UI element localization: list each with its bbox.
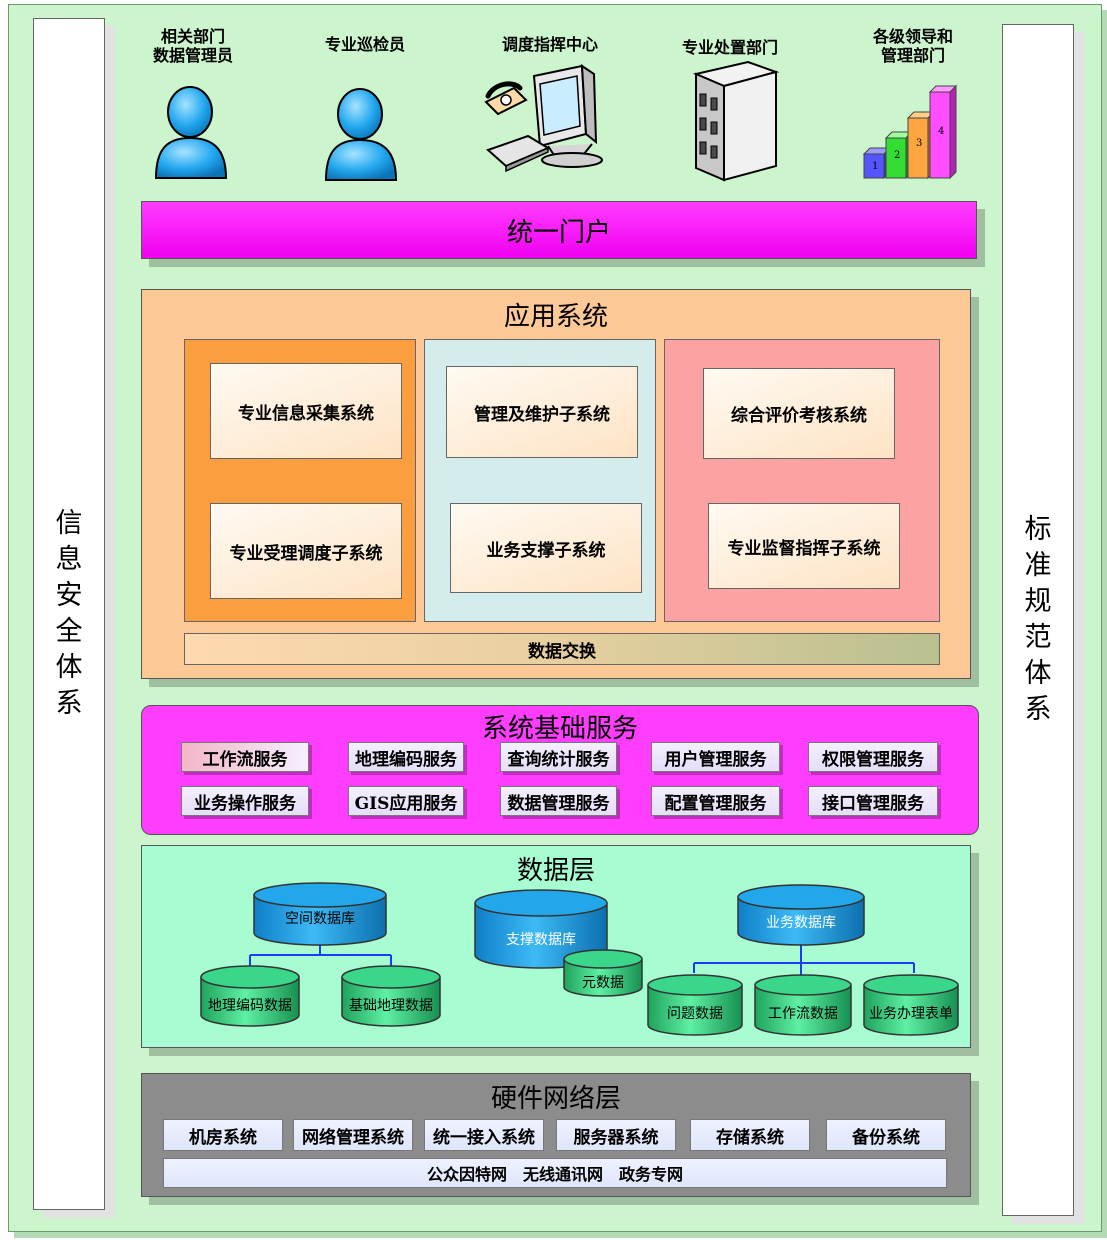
service-box[interactable]: 地理编码服务 <box>348 742 464 772</box>
app-system-box[interactable]: 专业信息采集系统 <box>210 363 402 459</box>
user-label-data-admin: 相关部门 数据管理员 <box>152 27 233 65</box>
hardware-box[interactable]: 服务器系统 <box>556 1119 676 1151</box>
user-label-disposal: 专业处置部门 <box>681 38 778 57</box>
chart-bar-number: 2 <box>894 150 901 161</box>
issue-data-label: 问题数据 <box>667 1006 723 1022</box>
service-box[interactable]: 用户管理服务 <box>651 742 780 772</box>
service-box[interactable]: 数据管理服务 <box>500 786 617 816</box>
hardware-box[interactable]: 备份系统 <box>826 1119 946 1151</box>
building-icon <box>692 60 780 182</box>
chart-bar-number: 3 <box>916 138 923 149</box>
service-box[interactable]: GIS应用服务 <box>348 786 464 816</box>
app-system-box[interactable]: 业务支撑子系统 <box>450 503 642 593</box>
forms-data-icon <box>863 974 959 1036</box>
user-label-leaders: 各级领导和 管理部门 <box>872 27 953 65</box>
spatial-database-label: 空间数据库 <box>285 911 355 927</box>
service-box[interactable]: 配置管理服务 <box>651 786 780 816</box>
geocode-data-label: 地理编码数据 <box>208 998 292 1014</box>
service-box[interactable]: 接口管理服务 <box>808 786 938 816</box>
hardware-box[interactable]: 存储系统 <box>690 1119 810 1151</box>
hardware-box[interactable]: 统一接入系统 <box>424 1119 544 1151</box>
hardware-box[interactable]: 网络管理系统 <box>293 1119 413 1151</box>
data-exchange-bar: 数据交换 <box>184 633 940 665</box>
user-label-inspector: 专业巡检员 <box>324 35 405 54</box>
spatial-database-icon <box>253 882 387 946</box>
service-box[interactable]: 权限管理服务 <box>808 742 938 772</box>
bar-chart-icon <box>862 84 958 180</box>
metadata-label: 元数据 <box>582 975 624 991</box>
app-system-box[interactable]: 专业受理调度子系统 <box>210 503 402 599</box>
user-label-dispatch: 调度指挥中心 <box>501 35 598 54</box>
unified-portal-bar: 统一门户 <box>141 201 977 259</box>
standards-pillar-label: 标准规范体系 <box>1024 514 1052 725</box>
dispatch-center-icon <box>484 64 603 173</box>
workflow-data-label: 工作流数据 <box>768 1006 838 1022</box>
service-box[interactable]: 工作流服务 <box>181 742 309 772</box>
hardware-layer-title: 硬件网络层 <box>490 1084 621 1114</box>
geocode-data-icon <box>200 965 300 1027</box>
network-bar: 公众因特网 无线通讯网 政务专网 <box>163 1158 947 1188</box>
business-database-icon <box>737 884 865 946</box>
workflow-data-icon <box>754 974 852 1036</box>
security-pillar-label: 信息安全体系 <box>55 508 83 719</box>
service-box[interactable]: 查询统计服务 <box>500 742 617 772</box>
security-pillar: 信息安全体系 <box>33 18 105 1210</box>
chart-bar-number: 1 <box>872 161 879 172</box>
base-geo-data-label: 基础地理数据 <box>349 998 433 1014</box>
person-icon <box>324 88 398 181</box>
support-database-label: 支撑数据库 <box>506 932 576 948</box>
application-layer-title: 应用系统 <box>503 302 608 332</box>
issue-data-icon <box>647 974 743 1036</box>
hardware-box[interactable]: 机房系统 <box>163 1119 283 1151</box>
data-layer-title: 数据层 <box>516 856 595 886</box>
business-database-label: 业务数据库 <box>766 915 836 931</box>
standards-pillar: 标准规范体系 <box>1002 24 1074 1216</box>
unified-portal-title: 统一门户 <box>506 217 611 248</box>
service-box[interactable]: 业务操作服务 <box>181 786 309 816</box>
support-database-icon <box>474 889 608 969</box>
app-system-box[interactable]: 综合评价考核系统 <box>703 368 895 459</box>
base-geo-data-icon <box>341 965 441 1027</box>
base-services-title: 系统基础服务 <box>481 714 638 744</box>
app-system-box[interactable]: 管理及维护子系统 <box>446 366 638 458</box>
app-system-box[interactable]: 专业监督指挥子系统 <box>708 503 900 589</box>
person-icon <box>154 86 228 179</box>
data-layer-diagram <box>200 882 959 1036</box>
forms-data-label: 业务办理表单 <box>869 1006 953 1022</box>
metadata-icon <box>563 949 643 997</box>
chart-bar-number: 4 <box>938 126 945 137</box>
